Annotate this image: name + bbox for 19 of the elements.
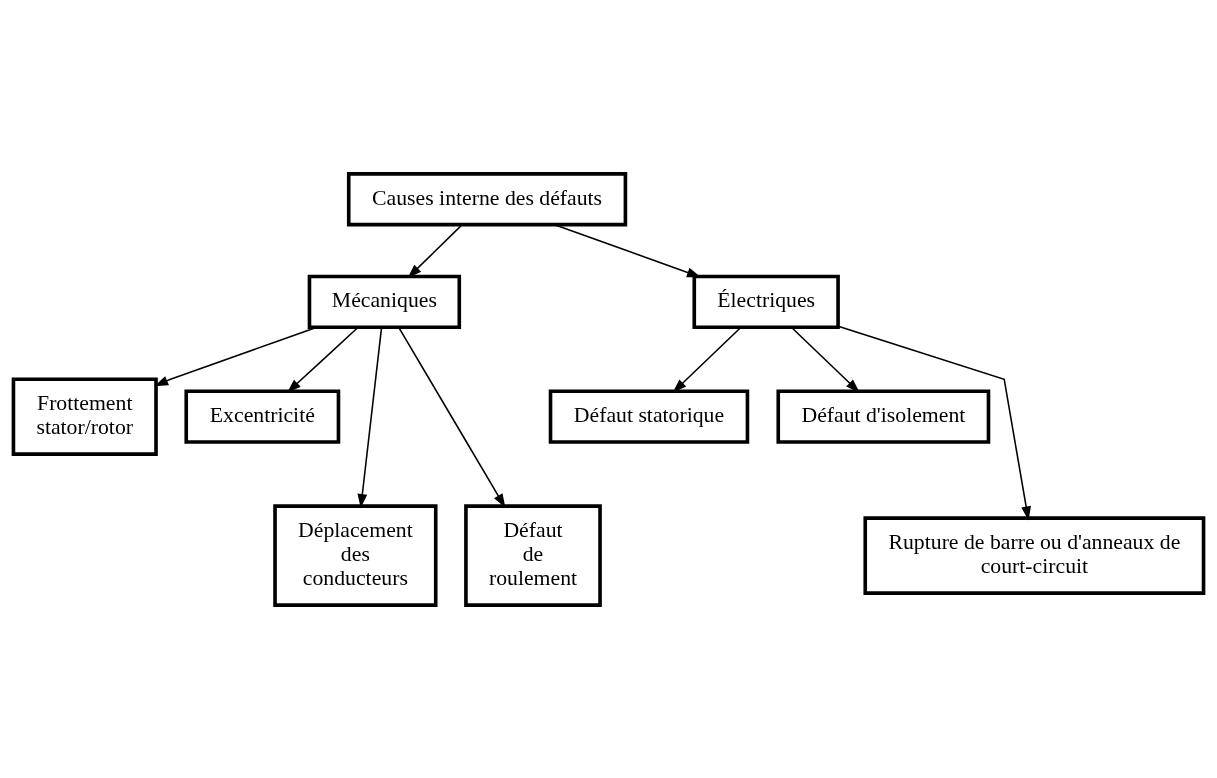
node-box: Rupture de barre ou d'anneaux de court-circuit [863, 515, 1206, 595]
arrow [837, 324, 1031, 520]
arrow [553, 223, 701, 277]
arrow [790, 326, 860, 393]
arrow [154, 326, 317, 386]
arrow [357, 326, 383, 508]
node-box: Excentricité [184, 389, 341, 444]
node-box: Mécaniques [307, 274, 462, 329]
node-box: Défaut de roulement [464, 503, 602, 607]
node-box: Causes interne des défauts [346, 171, 628, 226]
node-box: Frottement stator/rotor [11, 376, 158, 456]
node-box: Déplacement des conducteurs [273, 503, 438, 607]
arrow [407, 223, 463, 278]
node-box: Électriques [692, 274, 840, 329]
arrow [398, 326, 506, 508]
node-box: Défaut d'isolement [776, 389, 991, 444]
arrow [672, 326, 742, 393]
node-box: Défaut statorique [548, 389, 750, 444]
arrow [287, 326, 359, 393]
